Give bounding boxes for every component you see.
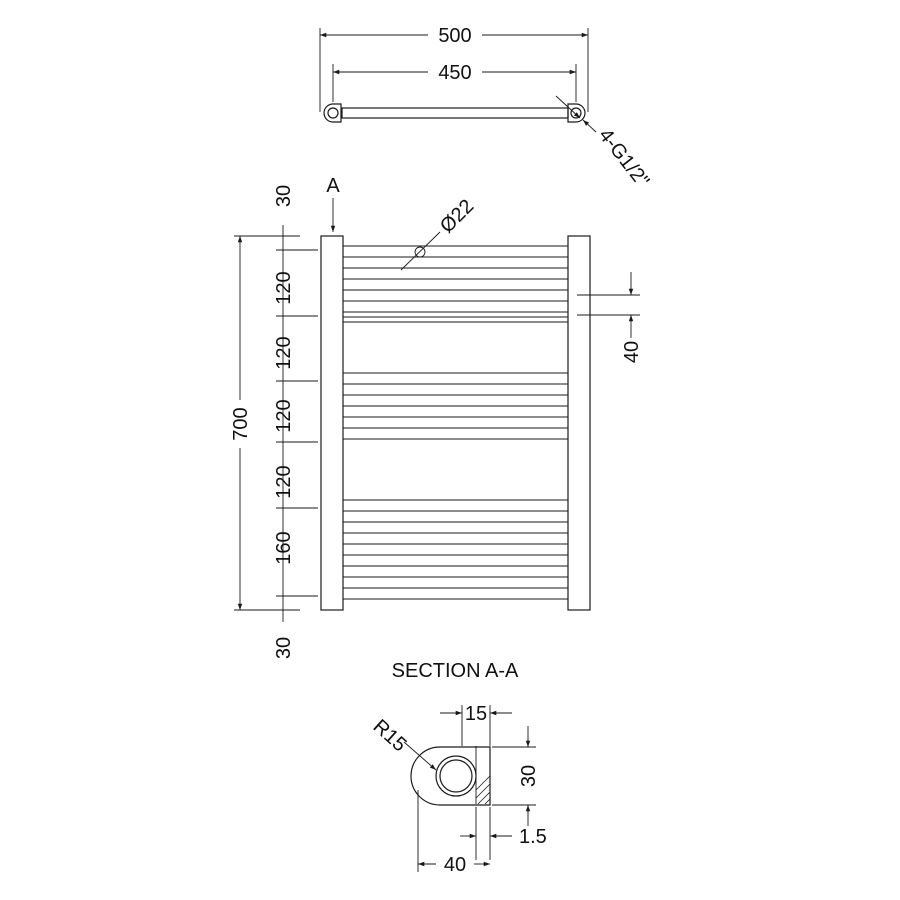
- section-view: SECTION A-A R15 15 30 1.5: [369, 660, 547, 876]
- depth-40-label: 40: [444, 854, 466, 876]
- spacing-label-5: 160: [273, 531, 295, 564]
- connection-offset-label: 40: [621, 341, 643, 363]
- overall-width-label: 500: [438, 25, 471, 47]
- height-30-label: 30: [518, 765, 540, 787]
- rails-group: [343, 245, 568, 600]
- width-15-label: 15: [465, 703, 487, 725]
- centres-width-label: 450: [438, 62, 471, 84]
- left-upright: [320, 235, 344, 611]
- connection-leader-b: [582, 119, 597, 133]
- tube-section-icon: [414, 246, 426, 258]
- top-view: 500 450 4-G1/2": [319, 25, 653, 192]
- radius-leader: [403, 741, 437, 771]
- tube-diameter-label: Ø22: [436, 195, 478, 237]
- top-rail: [341, 107, 569, 119]
- section-profile: [410, 746, 491, 806]
- spacing-top-label: 30: [273, 185, 295, 207]
- spacing-bottom-label: 30: [273, 637, 295, 659]
- radius-label: R15: [369, 715, 411, 756]
- wall-hatch: [475, 775, 491, 805]
- front-view: A Ø22 700 30 120 120 120 120 160 30: [230, 175, 643, 659]
- tube-outer: [435, 755, 477, 797]
- spacing-label-2: 120: [273, 336, 295, 369]
- connection-leader-a: [555, 95, 581, 119]
- right-upright: [567, 235, 591, 611]
- spacing-label-1: 120: [273, 271, 295, 304]
- diameter-leader: [400, 231, 441, 271]
- left-connection-icon: [327, 107, 339, 119]
- section-marker-label: A: [326, 175, 340, 197]
- section-title: SECTION A-A: [392, 660, 519, 682]
- spacing-label-4: 120: [273, 465, 295, 498]
- left-end-cap: [323, 103, 342, 123]
- total-height-label: 700: [230, 407, 252, 440]
- connection-spec-label: 4-G1/2": [594, 125, 653, 192]
- wall-thickness-label: 1.5: [519, 826, 547, 848]
- right-end-cap: [567, 103, 586, 123]
- right-connection-icon: [570, 107, 582, 119]
- spacing-label-3: 120: [273, 399, 295, 432]
- tube-inner: [439, 759, 473, 793]
